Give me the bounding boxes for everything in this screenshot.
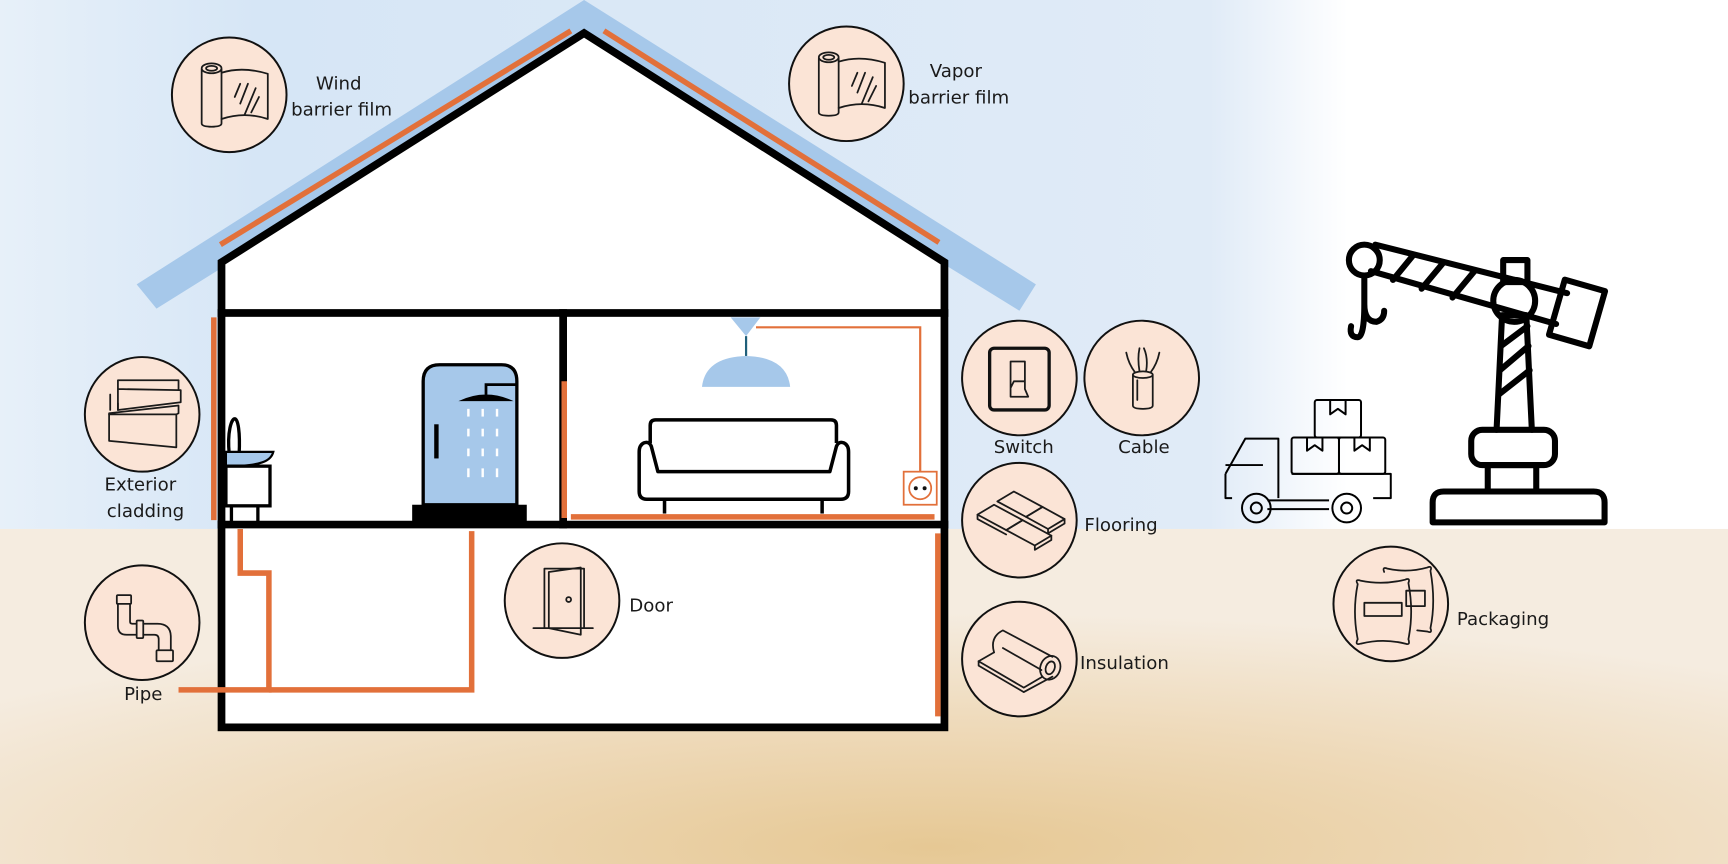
film-roll-icon	[817, 51, 886, 117]
water-pipe	[268, 531, 475, 693]
insulation-roll-icon	[977, 629, 1062, 693]
roof-outline	[217, 28, 949, 317]
switch-bubble	[961, 319, 1078, 437]
wind-barrier-layer	[218, 28, 573, 248]
door-label: Door	[629, 596, 673, 617]
packaging-label: Packaging	[1457, 609, 1549, 630]
flooring-bubble	[961, 461, 1078, 579]
drain-pipe	[178, 528, 272, 693]
material-pipe[interactable]: Pipe	[83, 564, 201, 705]
material-flooring[interactable]: Flooring	[961, 461, 1158, 579]
pipe-bubble	[83, 564, 201, 681]
electric-wire	[755, 326, 922, 472]
pipe-icon	[115, 594, 174, 663]
material-cable[interactable]: Cable	[1083, 319, 1201, 458]
vapor-label: Vapor barrier film	[908, 61, 1009, 108]
sacks-icon	[1354, 566, 1435, 646]
pipe-label: Pipe	[124, 684, 162, 705]
sink	[224, 417, 275, 523]
cable-icon	[1125, 347, 1161, 410]
switch-label: Switch	[994, 437, 1054, 458]
material-door[interactable]: Door	[503, 542, 674, 659]
door-bubble	[503, 542, 621, 659]
floor-tiles-icon	[976, 490, 1066, 551]
material-wind-barrier-film[interactable]: Wind barrier film	[170, 36, 392, 154]
siding-panels-icon	[108, 379, 182, 449]
wind-label: Wind barrier film	[291, 73, 392, 120]
film-roll-icon	[200, 62, 269, 128]
insulation-label: Insulation	[1080, 653, 1169, 674]
light-switch-icon	[987, 346, 1051, 412]
sofa	[637, 418, 851, 514]
house-walls	[217, 309, 949, 732]
material-insulation[interactable]: Insulation	[961, 600, 1169, 718]
material-packaging[interactable]: Packaging	[1332, 545, 1549, 663]
house-body	[221, 33, 945, 728]
cable-label: Cable	[1118, 437, 1170, 458]
flooring-label: Flooring	[1084, 515, 1157, 536]
power-outlet	[902, 470, 938, 506]
door-icon	[532, 566, 594, 636]
ceiling-lamp	[702, 317, 791, 387]
vapor-bubble	[788, 25, 905, 143]
material-exterior-cladding[interactable]: Exterior cladding	[83, 356, 201, 522]
packaging-bubble	[1332, 545, 1450, 663]
insulation-bubble	[961, 600, 1078, 718]
shower-cabin	[412, 363, 527, 523]
material-switch[interactable]: Switch	[961, 319, 1078, 458]
material-vapor-barrier-film[interactable]: Vapor barrier film	[788, 25, 1009, 143]
vapor-barrier-layer	[602, 28, 941, 245]
cladding-label: Exterior cladding	[105, 474, 185, 521]
tower-crane-icon	[1345, 241, 1609, 526]
wind-bubble	[170, 36, 288, 154]
delivery-truck-icon	[1224, 399, 1392, 524]
